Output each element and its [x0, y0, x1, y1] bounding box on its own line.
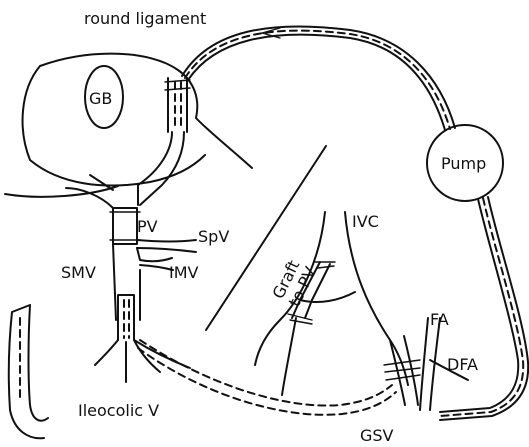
label-pump: Pump — [441, 154, 486, 173]
portal-vein-trunk — [138, 132, 184, 205]
label-spv: SpV — [198, 227, 229, 246]
splenic-vein — [137, 240, 196, 252]
liver-lower-contour — [5, 186, 118, 197]
label-ivc: IVC — [352, 212, 379, 231]
outflow-tube-solid — [188, 35, 445, 130]
inflow-tube-solid — [440, 199, 518, 412]
liver-outline — [23, 54, 252, 186]
ileocolic-cannula — [118, 295, 134, 340]
outflow-tube-dash — [185, 31, 450, 129]
portal-vein-ties — [110, 212, 140, 240]
label-gsv: GSV — [360, 426, 394, 445]
smv-trunk — [113, 244, 172, 320]
label-dfa: DFA — [447, 355, 478, 374]
gsv-ties — [384, 360, 420, 380]
label-gb: GB — [89, 89, 112, 108]
inflow-tube-dash — [440, 198, 523, 416]
portal-return-dash-1 — [140, 340, 392, 406]
portal-vein-box — [113, 208, 137, 244]
round-ligament-cannula — [168, 78, 187, 132]
left-branch — [66, 175, 113, 208]
label-fa: FA — [430, 310, 449, 329]
label-round-ligament: round ligament — [84, 9, 206, 28]
label-imv: IMV — [169, 263, 199, 282]
colon-outline — [9, 305, 48, 438]
label-smv: SMV — [61, 263, 96, 282]
label-pv: PV — [137, 217, 158, 236]
portal-return-dash-2 — [138, 348, 396, 415]
outflow-tube-outer — [182, 26, 455, 128]
ileocolic-cannula-inner — [124, 300, 129, 338]
label-ileocolic-v: Ileocolic V — [78, 401, 159, 420]
